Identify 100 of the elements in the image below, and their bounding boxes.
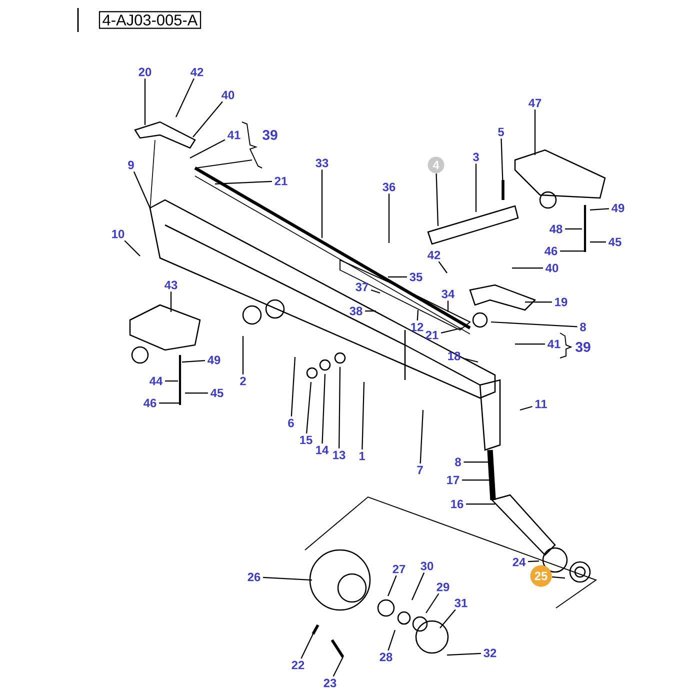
leader-line <box>447 300 449 312</box>
callout-number: 13 <box>333 450 346 460</box>
leader-line <box>365 310 376 312</box>
leader-line <box>370 289 380 294</box>
leader-line <box>388 194 390 243</box>
callout-number: 29 <box>436 582 450 592</box>
leader-line <box>440 609 456 628</box>
callout-number: 17 <box>447 476 460 484</box>
callout-number: 26 <box>248 572 260 582</box>
callout-number: 45 <box>210 388 224 398</box>
leader-line <box>490 321 578 328</box>
leader-line <box>525 301 552 303</box>
leader-line <box>416 310 419 320</box>
callout-number: 27 <box>392 564 406 574</box>
leader-line <box>159 402 180 404</box>
leader-line <box>464 461 490 463</box>
leader-line <box>412 572 425 600</box>
callout-number: 12 <box>411 322 424 332</box>
leader-line <box>520 406 532 411</box>
callout-number: 10 <box>112 230 124 238</box>
leader-line <box>426 593 440 614</box>
callout-number: 46 <box>144 398 156 408</box>
callout-number: 49 <box>612 204 624 212</box>
leader-line <box>321 170 323 238</box>
leader-line <box>290 356 296 416</box>
leader-line <box>512 267 543 269</box>
leader-line <box>263 576 312 581</box>
callout-number: 49 <box>208 356 220 364</box>
callout-number: 33 <box>316 158 328 168</box>
callout-number: 44 <box>150 376 163 386</box>
callout-number: 47 <box>528 98 542 108</box>
callout-number: 21 <box>426 330 438 340</box>
leader-line <box>462 479 492 481</box>
callout-number: 36 <box>382 182 396 192</box>
callout-number: 31 <box>454 598 468 608</box>
callout-number: 42 <box>190 68 204 76</box>
leader-line <box>590 208 610 211</box>
callout-number: 19 <box>555 298 568 306</box>
leader-line <box>176 78 194 118</box>
leader-line <box>446 652 481 656</box>
callout-number: 6 <box>288 418 294 428</box>
callout-number: 43 <box>164 280 178 290</box>
callout-number: 34 <box>442 290 455 298</box>
callout-number: 5 <box>498 128 504 136</box>
callout-number: 3 <box>472 152 479 162</box>
leader-line <box>534 110 536 155</box>
leader-line <box>440 327 462 334</box>
leader-line <box>182 360 205 363</box>
leader-line <box>192 101 223 138</box>
callout-number: 14 <box>316 446 329 454</box>
leader-line <box>332 656 344 677</box>
leader-line <box>170 292 172 312</box>
callout-number: 11 <box>535 400 547 408</box>
leader-line <box>387 575 397 596</box>
leader-line <box>560 250 586 252</box>
callout-number: 1 <box>359 452 365 460</box>
callout-number: 39 <box>576 342 590 352</box>
callout-number: 25 <box>530 565 552 587</box>
callout-number: 18 <box>448 352 460 360</box>
callout-number: 48 <box>550 224 562 234</box>
leader-line <box>214 180 272 185</box>
leader-line <box>322 374 326 444</box>
leader-line <box>590 241 606 243</box>
callout-number: 23 <box>324 678 336 688</box>
leader-line <box>133 171 151 208</box>
leader-line <box>475 164 477 212</box>
leader-line <box>306 382 312 434</box>
callout-number: 2 <box>240 376 246 386</box>
leader-line <box>462 358 478 363</box>
callout-number: 9 <box>128 160 134 170</box>
leader-line <box>420 410 424 464</box>
leader-line <box>466 503 495 505</box>
leader-line <box>515 343 545 345</box>
leader-line <box>528 560 540 562</box>
callout-number: 20 <box>138 68 152 76</box>
callout-number: 7 <box>417 466 423 474</box>
leader-line <box>565 228 582 230</box>
leader-line <box>185 392 208 394</box>
callout-number: 8 <box>455 458 461 466</box>
leader-line <box>338 367 341 448</box>
leader-line <box>144 78 146 125</box>
callout-number: 16 <box>451 500 464 508</box>
leader-line <box>124 240 140 256</box>
leader-line <box>165 380 178 382</box>
leader-line <box>242 336 244 374</box>
callout-number: 21 <box>274 176 288 186</box>
callout-number: 42 <box>428 250 440 260</box>
callout-number: 22 <box>292 660 304 670</box>
leader-line <box>388 630 396 651</box>
callout-number: 40 <box>546 264 558 272</box>
callout-number: 32 <box>484 648 496 658</box>
callout-number: 28 <box>380 652 392 662</box>
callout-number: 35 <box>410 272 422 282</box>
callout-number: 30 <box>420 562 434 570</box>
drawing-number: 4-AJ03-005-A <box>98 11 202 29</box>
callout-number: 15 <box>300 436 312 444</box>
callout-number: 37 <box>356 282 368 292</box>
callout-number: 24 <box>512 558 526 566</box>
callout-number: 38 <box>350 306 362 316</box>
leader-line <box>300 634 314 659</box>
